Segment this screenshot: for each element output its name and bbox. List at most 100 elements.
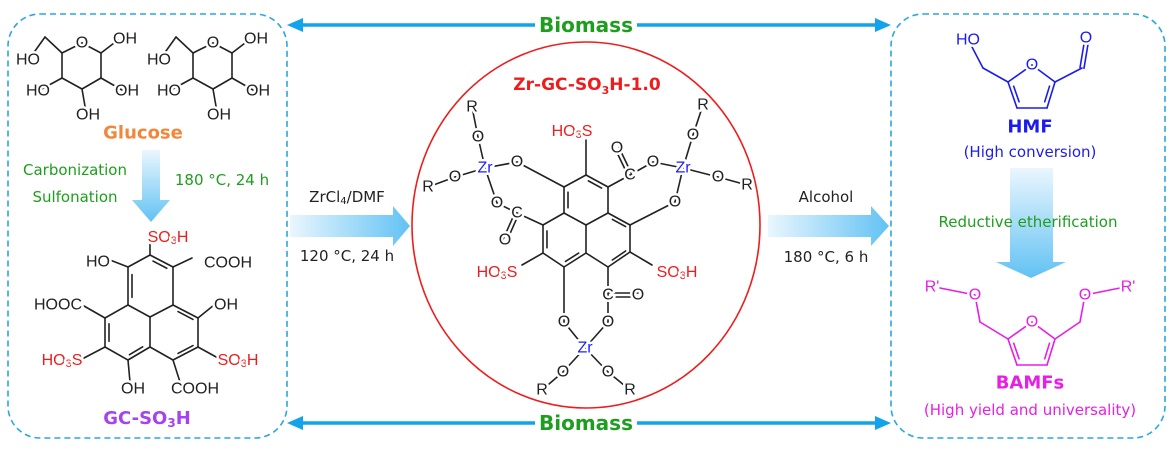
glucose-1-hydroxyl: HO (26, 83, 50, 100)
bond (562, 347, 586, 373)
bond (197, 346, 219, 359)
double-bond (128, 346, 144, 356)
step3-conditions: 180 °C, 6 h (784, 248, 869, 266)
double-bond (564, 252, 580, 263)
double-bond (1083, 43, 1089, 70)
bond (979, 321, 1009, 340)
ring-bond (127, 304, 151, 318)
bond (427, 176, 456, 188)
bond (516, 161, 565, 188)
bond (484, 161, 518, 169)
glucose-2-hydroxyl: OH (246, 83, 270, 100)
carbon-atom: C (602, 287, 614, 304)
bond (44, 36, 63, 54)
hydroxyl-group: HO (86, 254, 110, 271)
sulfonic-acid-group: HO3S (42, 352, 83, 371)
molecular-bonds (29, 36, 1121, 391)
bond (172, 257, 193, 268)
bond (81, 77, 102, 90)
hmf-ring-bond (1007, 81, 1018, 109)
oxygen-atom: O (687, 127, 699, 144)
double-bond (177, 310, 194, 321)
glucose-2-hydroxyl: HO (147, 52, 171, 69)
carbon-atom: C (511, 205, 523, 222)
bamf-ring-bond (1007, 321, 1033, 340)
bond (61, 77, 83, 90)
bond (563, 321, 586, 349)
double-bond (502, 211, 516, 240)
oxygen-atom: O (557, 364, 569, 381)
catalyst-circle (411, 41, 761, 409)
bond (100, 77, 123, 91)
ring-bond (585, 174, 609, 188)
bond (39, 77, 63, 91)
double-bond (1043, 85, 1051, 103)
ring-bond (104, 346, 129, 361)
zirconium-atom: Zr (477, 160, 493, 177)
bond (629, 201, 676, 226)
bond (652, 161, 684, 169)
zr-loading-arrow (290, 206, 410, 246)
bond (516, 212, 544, 226)
glucose-1-hydroxyl: OH (113, 31, 137, 48)
bond (81, 42, 102, 54)
reductive-etherification-label: Reductive etherification (939, 213, 1118, 231)
ring-bond (563, 212, 587, 226)
ring-bond (585, 252, 609, 268)
double-bond (1079, 42, 1085, 69)
bond (584, 321, 609, 349)
bond (1084, 287, 1121, 296)
bond (541, 371, 564, 391)
biomass-label-bottom: Biomass (539, 411, 633, 435)
bond (682, 134, 694, 169)
bond (172, 359, 181, 383)
oxygen-atom: O (669, 194, 681, 211)
bamf-ring-oxygen: O (1026, 314, 1038, 331)
bond (629, 161, 654, 176)
carboxyl-group: COOH (204, 255, 252, 272)
bond (29, 36, 46, 59)
bond (1079, 294, 1086, 323)
oxygen-atom: O (611, 140, 623, 157)
hmf-ring-bond (1007, 64, 1033, 83)
hmf-aldehyde-oxygen: O (1080, 30, 1092, 47)
bond (477, 136, 486, 169)
bamf-ring-bond (1031, 321, 1056, 340)
sulfonic-acid-group: HO3S (477, 264, 518, 283)
alkyl-group: R (422, 179, 434, 196)
ring-bond (563, 174, 587, 188)
double-bond (587, 180, 603, 189)
alkyl-group: R (536, 382, 548, 399)
bond (100, 39, 119, 54)
bamfs-label: BAMFs (996, 373, 1065, 394)
oxygen-atom: O (558, 314, 570, 331)
bamf-alkyl-group: R' (1121, 279, 1136, 296)
step1-conditions: 180 °C, 24 h (175, 171, 269, 189)
hydroxyl-group: OH (214, 297, 238, 314)
oxygen-atom: O (511, 154, 523, 171)
bond (674, 167, 684, 203)
bond (584, 347, 609, 373)
oxygen-atom: O (499, 232, 511, 249)
bond (212, 88, 218, 113)
bond (982, 67, 1009, 83)
feedstock-panel (7, 13, 288, 439)
ring-bond (149, 346, 174, 361)
bond (484, 167, 498, 204)
alkyl-group: R (741, 177, 753, 194)
oxygen-atom: O (602, 364, 614, 381)
glucose-1-hydroxyl: HO (16, 52, 40, 69)
oxygen-atom: O (472, 129, 484, 146)
glucose-1-ring-oxygen: O (76, 35, 88, 52)
carbon-atom: C (624, 167, 636, 184)
ring-bond (542, 212, 565, 226)
ring-bond (149, 304, 174, 318)
oxygen-atom: O (602, 314, 614, 331)
sulfonic-acid-group: SO3H (218, 352, 259, 371)
biomass-arrow-top (287, 18, 891, 32)
double-bond (611, 218, 627, 228)
hmf-hydroxyl: HO (956, 32, 980, 49)
bond (192, 42, 214, 54)
gc-so3h-label: GC-SO3H (103, 408, 191, 431)
